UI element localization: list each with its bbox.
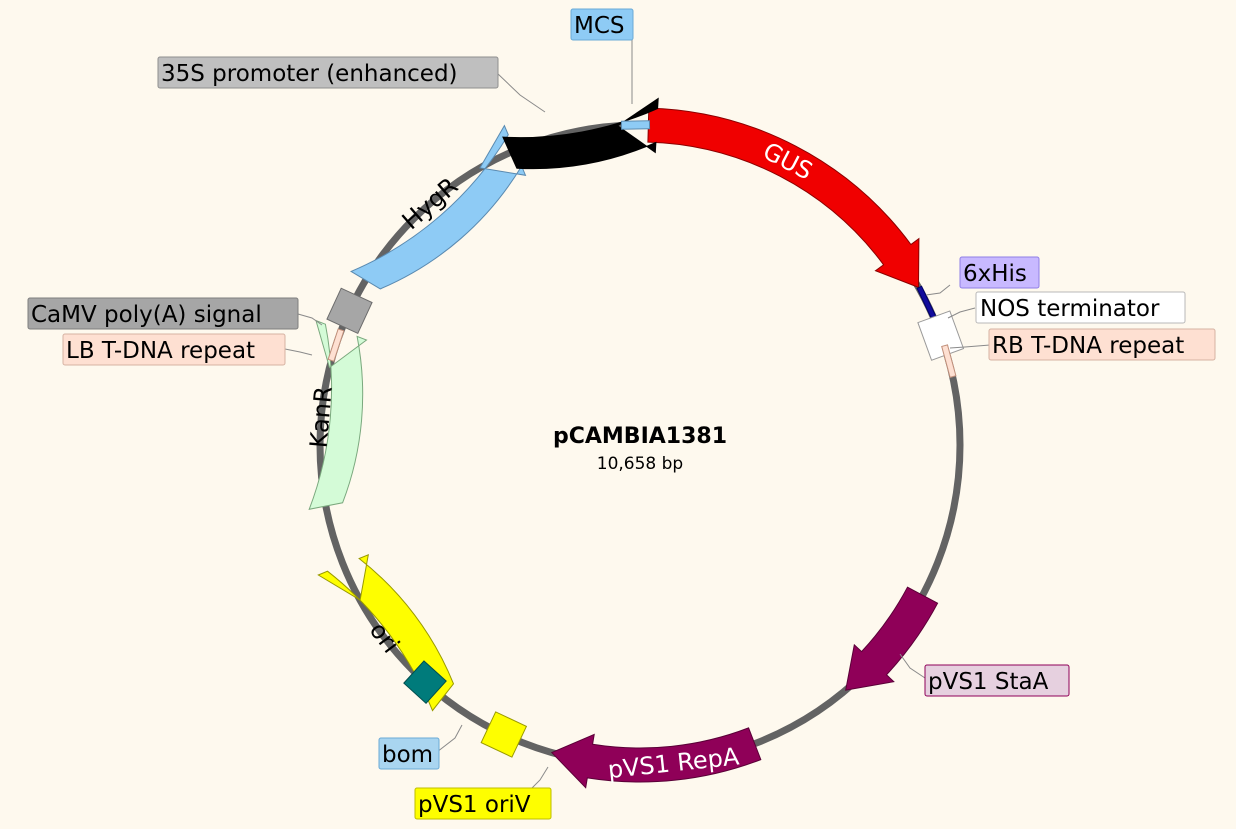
stata-label-group: pVS1 StaA bbox=[924, 664, 1070, 697]
oriv-block bbox=[480, 711, 528, 758]
mcs-label-group: MCS bbox=[570, 8, 634, 41]
mcs-block bbox=[620, 120, 651, 130]
lb-label-group: LB T-DNA repeat bbox=[62, 333, 286, 366]
lb-block bbox=[327, 328, 345, 362]
leader-lines bbox=[284, 40, 991, 791]
p35s-label-group: 35S promoter (enhanced) bbox=[157, 56, 499, 89]
camv-block bbox=[326, 287, 373, 335]
bom-block bbox=[403, 660, 447, 704]
plasmid-name: pCAMBIA1381 bbox=[553, 424, 727, 449]
kanr-arrow bbox=[308, 319, 368, 510]
his-label-group: 6xHis bbox=[959, 256, 1040, 289]
mcs-label: MCS bbox=[574, 13, 625, 39]
bom-label: bom bbox=[382, 742, 433, 768]
nos-label: NOS terminator bbox=[980, 296, 1160, 322]
camv-label: CaMV poly(A) signal bbox=[31, 302, 262, 328]
gus-arrow bbox=[647, 107, 920, 289]
stata-label: pVS1 StaA bbox=[928, 669, 1049, 695]
nos-label-group: NOS terminator bbox=[975, 291, 1186, 324]
his-label: 6xHis bbox=[963, 261, 1027, 287]
oriv-label: pVS1 oriV bbox=[418, 792, 531, 818]
plasmid-size: 10,658 bp bbox=[597, 454, 683, 474]
p35s-arrow bbox=[502, 97, 659, 170]
rb-label-group: RB T-DNA repeat bbox=[988, 328, 1216, 361]
nos-block bbox=[917, 310, 965, 361]
hygr-arrow bbox=[350, 124, 527, 290]
stata-arrow bbox=[845, 586, 939, 691]
lb-label: LB T-DNA repeat bbox=[66, 338, 255, 364]
camv-label-group: CaMV poly(A) signal bbox=[27, 297, 299, 330]
oriv-label-group: pVS1 oriV bbox=[414, 787, 552, 820]
rb-label: RB T-DNA repeat bbox=[992, 333, 1184, 359]
kanr-arrow-label: KanR bbox=[305, 385, 338, 449]
bom-label-group: bom bbox=[378, 737, 440, 770]
rb-block bbox=[941, 344, 957, 378]
repa-arrow bbox=[550, 727, 762, 789]
p35s-label: 35S promoter (enhanced) bbox=[161, 61, 458, 87]
